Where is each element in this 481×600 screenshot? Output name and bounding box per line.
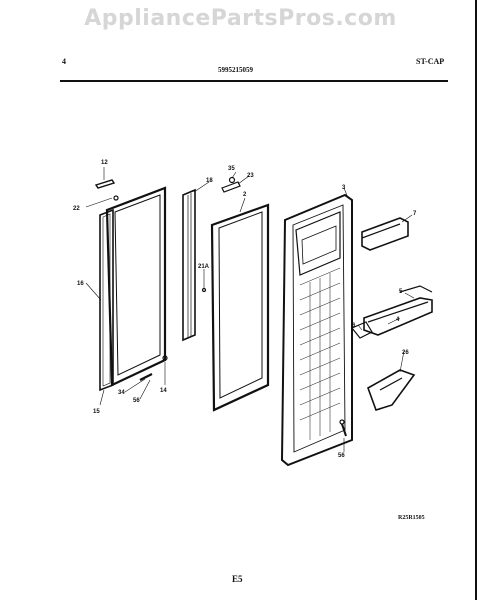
callout-5: 5 [399, 289, 403, 295]
dairy-shelf [361, 217, 409, 251]
callout-21a: 21A [198, 264, 210, 270]
callout-34: 34 [118, 390, 125, 396]
watermark: AppliancePartsPros.com [84, 6, 397, 31]
small-fasteners [94, 176, 347, 437]
door-liner-frame [105, 186, 167, 387]
callout-16: 16 [77, 281, 84, 287]
page-number: 4 [62, 57, 66, 66]
callout-4: 4 [396, 317, 400, 323]
door-bin [367, 369, 416, 411]
callout-7: 7 [413, 211, 417, 217]
reference-code: R25R1505 [398, 515, 425, 521]
door-handle-strip [182, 188, 196, 342]
page-footer: E5 [232, 574, 243, 584]
callout-26: 26 [402, 350, 409, 356]
door-shelf-bar [351, 285, 433, 339]
callout-56-left: 56 [133, 398, 140, 404]
callout-14: 14 [160, 388, 167, 394]
part-number: 5995215059 [218, 66, 253, 74]
callout-18: 18 [206, 178, 213, 184]
callout-56-right: 56 [338, 453, 345, 459]
callout-35: 35 [228, 166, 235, 172]
callout-3: 3 [342, 185, 346, 191]
callout-6: 6 [352, 323, 356, 329]
callout-2: 2 [243, 192, 247, 198]
page-border [475, 0, 477, 600]
callout-15: 15 [93, 409, 100, 415]
model-code: ST-CAP [416, 57, 445, 66]
callout-22: 22 [73, 206, 80, 212]
callout-23: 23 [247, 173, 254, 179]
header-rule [60, 80, 448, 82]
callout-12: 12 [101, 160, 108, 166]
door-panel [210, 203, 270, 412]
